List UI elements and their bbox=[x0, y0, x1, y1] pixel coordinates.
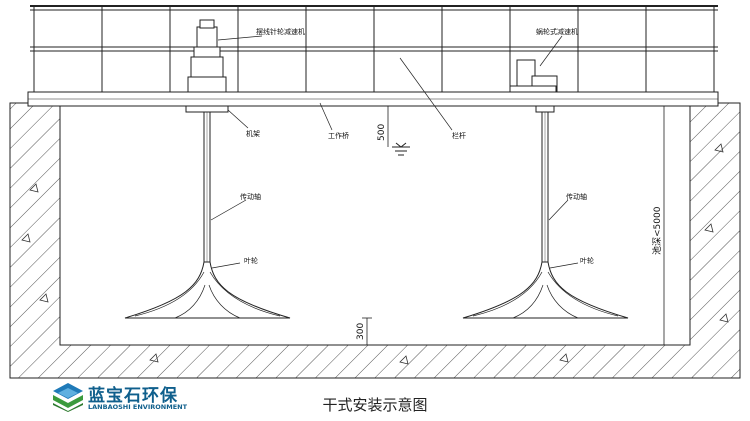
label-shaft-left: 传动轴 bbox=[240, 192, 261, 201]
logo-icon bbox=[53, 383, 83, 412]
right-impeller bbox=[462, 261, 629, 319]
label-rail: 栏杆 bbox=[452, 131, 466, 140]
dim-bottom-gap: 300 bbox=[356, 323, 366, 340]
label-shaft-right: 传动轴 bbox=[566, 192, 587, 201]
left-drive-unit bbox=[185, 19, 229, 113]
label-motor-left: 摆线针轮减速机 bbox=[256, 27, 305, 36]
tank-wall bbox=[9, 102, 741, 379]
label-impeller-left: 叶轮 bbox=[244, 256, 258, 265]
figure-caption: 干式安装示意图 bbox=[322, 396, 428, 414]
brand-name-en: LANBAOSHI ENVIRONMENT bbox=[88, 403, 188, 411]
label-motor-right: 蜗轮式减速机 bbox=[536, 27, 578, 36]
water-level-symbol bbox=[392, 142, 410, 156]
label-impeller-right: 叶轮 bbox=[580, 256, 594, 265]
brand-logo: 蓝宝石环保 LANBAOSHI ENVIRONMENT bbox=[52, 382, 192, 416]
label-support: 机架 bbox=[246, 129, 260, 138]
left-shaft bbox=[203, 111, 211, 263]
railing bbox=[30, 5, 718, 92]
label-platform: 工作桥 bbox=[328, 131, 349, 140]
dim-depth: 池深<5000 bbox=[651, 206, 663, 255]
left-impeller bbox=[124, 261, 291, 319]
dim-water-gap: 500 bbox=[377, 124, 387, 141]
right-shaft bbox=[541, 111, 549, 263]
brand-name-cn: 蓝宝石环保 bbox=[88, 386, 178, 406]
